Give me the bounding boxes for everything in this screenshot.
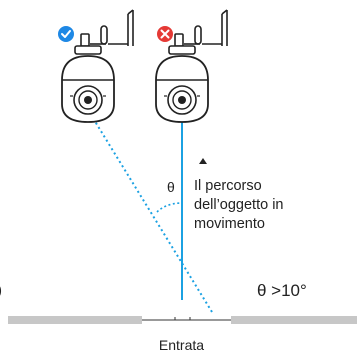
entrance-label: Entrata [158, 337, 205, 353]
movement-path-label-line2: dell’oggetto in [194, 197, 284, 213]
theta-angle-label: θ [167, 179, 175, 195]
camera-right [155, 9, 228, 123]
close-icon [157, 26, 173, 42]
angle-condition-label: θ >10° [257, 281, 307, 300]
left-edge-mark: ) [0, 282, 2, 299]
movement-path-label-line1: Il percorso [194, 178, 262, 194]
angle-arc [156, 202, 181, 213]
check-icon [58, 26, 74, 42]
floor-left-segment [8, 316, 142, 324]
camera-left [61, 9, 134, 123]
floor-right-segment [231, 316, 357, 324]
movement-path-label: Il percorso dell’oggetto in movimento [194, 177, 324, 234]
movement-path-label-line3: movimento [194, 216, 265, 232]
direction-arrow-icon [199, 158, 207, 164]
